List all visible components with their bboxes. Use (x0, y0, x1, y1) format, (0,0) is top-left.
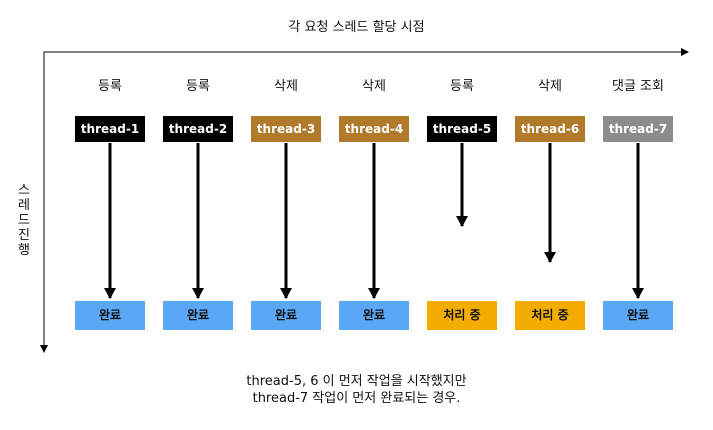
thread-box: thread-3 (251, 116, 321, 142)
status-box: 완료 (339, 301, 409, 330)
request-label: 댓글 조회 (612, 79, 664, 94)
side-axis-label: 스레드 진행 (18, 183, 30, 258)
diagram-title: 각 요청 스레드 할당 시점 (288, 20, 425, 35)
thread-box: thread-5 (427, 116, 497, 142)
request-label: 등록 (98, 79, 122, 94)
status-box: 완료 (163, 301, 233, 330)
thread-box: thread-7 (603, 116, 673, 142)
request-label: 삭제 (274, 79, 298, 94)
request-label: 등록 (186, 79, 210, 94)
status-box: 처리 중 (515, 301, 585, 330)
thread-box: thread-4 (339, 116, 409, 142)
caption: thread-5, 6 이 먼저 작업을 시작했지만 thread-7 작업이 … (0, 373, 713, 407)
request-label: 삭제 (538, 79, 562, 94)
thread-box: thread-6 (515, 116, 585, 142)
request-label: 등록 (450, 79, 474, 94)
caption-line-2: thread-7 작업이 먼저 완료되는 경우. (252, 391, 461, 406)
status-box: 완료 (603, 301, 673, 330)
status-box: 완료 (251, 301, 321, 330)
thread-box: thread-1 (75, 116, 145, 142)
request-label: 삭제 (362, 79, 386, 94)
status-box: 완료 (75, 301, 145, 330)
thread-box: thread-2 (163, 116, 233, 142)
caption-line-1: thread-5, 6 이 먼저 작업을 시작했지만 (246, 374, 467, 389)
status-box: 처리 중 (427, 301, 497, 330)
flow-arrows (104, 143, 644, 299)
